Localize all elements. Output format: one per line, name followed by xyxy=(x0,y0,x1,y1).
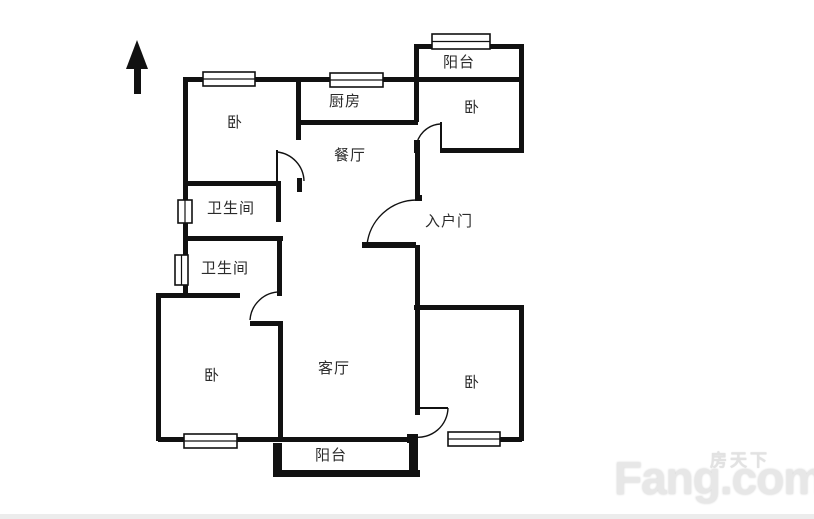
room-label-bedroom-top-left: 卧 xyxy=(227,114,244,131)
wall-segment xyxy=(185,181,280,186)
wall-segment xyxy=(276,181,281,222)
wall-segment xyxy=(158,293,240,298)
north-arrow-icon xyxy=(126,40,148,69)
wall-segment xyxy=(250,321,282,326)
wall-segment xyxy=(277,236,282,296)
wall-segment xyxy=(183,77,188,296)
room-label-bedroom-bottom-left: 卧 xyxy=(204,367,221,384)
door-leaf xyxy=(276,150,278,183)
door-swing-arc xyxy=(413,407,449,438)
room-label-living: 客厅 xyxy=(318,360,351,377)
wall-segment xyxy=(278,321,283,441)
wall-segment xyxy=(156,293,161,441)
room-label-kitchen: 厨房 xyxy=(329,93,362,110)
room-label-entrance-door: 入户门 xyxy=(425,213,474,230)
room-label-bedroom-top-right: 卧 xyxy=(464,99,481,116)
door-leaf xyxy=(418,407,448,409)
room-label-dining: 餐厅 xyxy=(334,147,367,164)
wall-segment xyxy=(297,178,302,192)
wall-segment xyxy=(415,195,422,201)
north-arrow-shaft xyxy=(134,64,141,94)
door-swing-arc xyxy=(249,291,282,321)
wall-segment xyxy=(414,305,522,310)
wall-segment xyxy=(500,437,522,442)
wall-segment xyxy=(296,77,301,140)
wall-segment xyxy=(519,44,524,153)
wall-segment xyxy=(409,443,418,477)
wall-segment xyxy=(273,443,282,477)
wall-segment xyxy=(407,434,418,443)
wall-segment xyxy=(297,120,418,125)
wall-segment xyxy=(415,140,420,200)
door-swing-arc xyxy=(415,123,441,149)
door-swing-arc xyxy=(276,151,305,182)
wall-segment xyxy=(158,437,412,442)
room-label-bathroom-upper: 卫生间 xyxy=(207,200,256,217)
wall-segment xyxy=(273,470,420,477)
door-swing-arc xyxy=(366,199,418,246)
room-label-bathroom-lower: 卫生间 xyxy=(201,260,250,277)
wall-segment xyxy=(440,148,522,153)
wall-segment xyxy=(183,236,283,241)
footer-band xyxy=(0,514,814,519)
wall-segment xyxy=(414,44,419,122)
room-label-balcony-top: 阳台 xyxy=(443,54,476,71)
room-label-balcony-bottom: 阳台 xyxy=(315,447,348,464)
wall-segment xyxy=(519,305,524,441)
wall-segment xyxy=(415,245,420,415)
room-label-bedroom-bottom-right: 卧 xyxy=(464,374,481,391)
door-leaf xyxy=(440,122,442,150)
wall-segment xyxy=(362,242,416,248)
